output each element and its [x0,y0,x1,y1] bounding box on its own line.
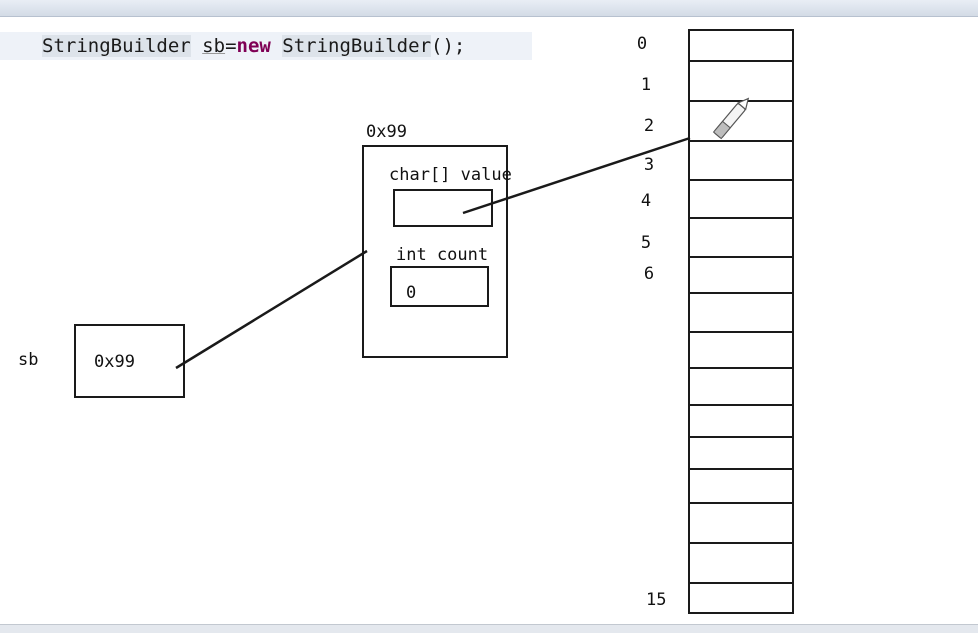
toolbar [0,0,978,17]
code-type: StringBuilder [42,35,191,57]
object-address: 0x99 [366,122,407,142]
field-value-box [393,189,493,227]
ref-var-box [74,324,185,398]
field-count-value: 0 [406,283,417,303]
pen-cursor-icon [712,97,750,140]
field-count-label: int count [396,245,489,265]
array-index-3: 3 [643,155,655,175]
code-assign: = [225,35,237,57]
array-index-0: 0 [636,34,648,54]
array-box [688,29,794,614]
code-line: StringBuilder sb=new StringBuilder(); [0,32,532,60]
array-index-6: 6 [643,264,655,284]
array-dividers [688,60,794,584]
code-keyword-new: new [236,35,271,57]
code-constructor: StringBuilder [282,35,432,57]
array-index-15: 15 [646,590,667,610]
ref-arrow-line [175,249,368,370]
code-parens: (); [431,35,466,57]
field-count-box [390,266,489,307]
status-bar [0,624,978,633]
array-index-5: 5 [640,233,652,253]
ref-var-value: 0x99 [94,352,135,372]
array-index-2: 2 [643,116,655,136]
field-value-label: char[] value [389,165,512,185]
array-index-1: 1 [640,75,652,95]
value-arrow-line [462,136,691,215]
code-variable: sb [202,35,226,57]
ref-var-label: sb [18,350,39,370]
array-index-4: 4 [640,191,652,211]
object-box [362,145,508,358]
